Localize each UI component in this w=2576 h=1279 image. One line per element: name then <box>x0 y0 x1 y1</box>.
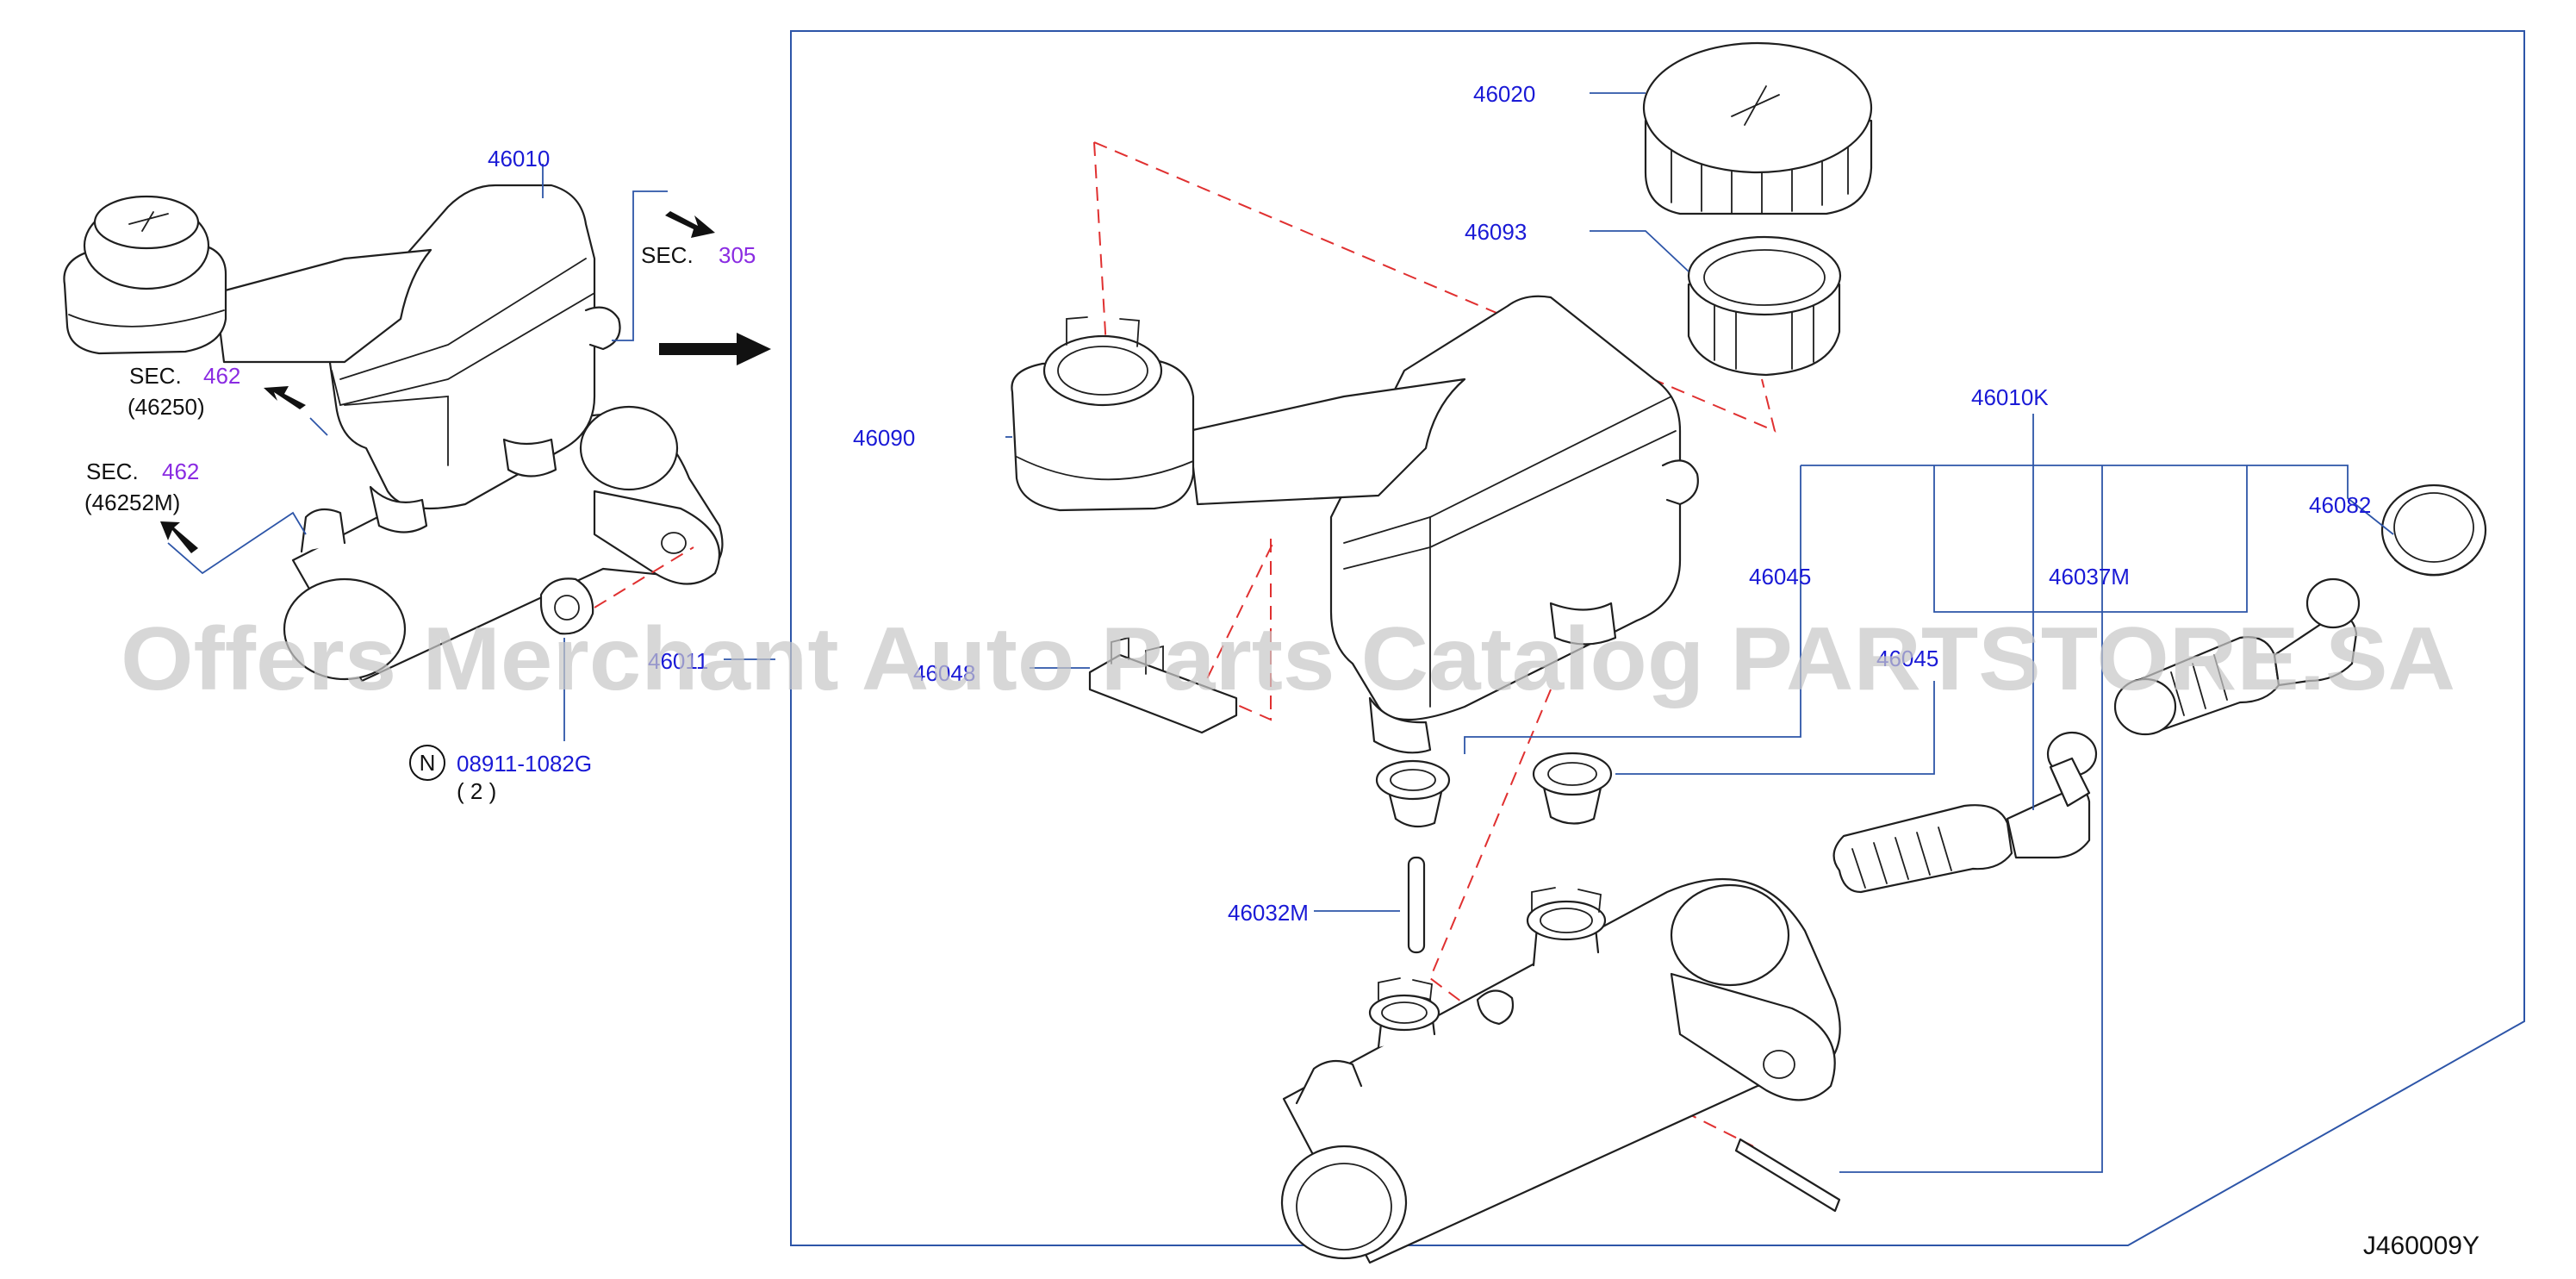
arrow-to-sec-462-46250 <box>264 386 306 409</box>
label-46090: 46090 <box>853 425 915 451</box>
label-46093: 46093 <box>1465 219 1527 245</box>
label-46032m: 46032M <box>1228 900 1309 926</box>
label-46048: 46048 <box>913 660 975 686</box>
part-46045-grommet-left <box>1375 759 1451 828</box>
exploded-view-frame <box>790 30 2525 1246</box>
label-46045-a: 46045 <box>1749 564 1811 590</box>
diagram-code: J460009Y <box>2363 1232 2480 1260</box>
label-46045-b: 46045 <box>1876 646 1938 671</box>
label-46020: 46020 <box>1473 81 1535 107</box>
nut-symbol-circle <box>409 745 445 781</box>
part-46020-reservoir-cap <box>1642 41 1873 215</box>
label-46010k: 46010K <box>1971 384 2049 410</box>
arrow-to-sec-305 <box>665 211 715 238</box>
label-46037m: 46037M <box>2049 564 2130 590</box>
part-46037m-secondary-piston <box>1832 731 2098 894</box>
sec-305-prefix: SEC. <box>641 242 694 268</box>
part-46093-strainer <box>1687 235 1842 377</box>
part-46037m-primary-piston <box>2113 577 2361 736</box>
label-46011: 46011 <box>648 648 708 674</box>
part-46032m-pin <box>1407 856 1426 954</box>
part-46045-grommet-right <box>1532 752 1613 825</box>
nut-quantity: ( 2 ) <box>457 778 496 804</box>
label-08911-1082g: 08911-1082G <box>457 751 592 777</box>
arrow-to-sec-462-46252m <box>160 521 198 553</box>
label-46010: 46010 <box>488 146 550 172</box>
sec-462a-link[interactable]: 462 <box>203 363 240 389</box>
part-46048-level-sensor <box>1088 636 1238 734</box>
master-cylinder-body <box>1280 877 1841 1264</box>
label-46082: 46082 <box>2309 492 2371 518</box>
sec-462b-link[interactable]: 462 <box>162 459 199 484</box>
sec-462a-ref: (46250) <box>128 394 205 420</box>
part-46082-seal <box>2380 484 2487 577</box>
nut-symbol: N <box>420 750 436 776</box>
watermark-text: Offers Merchant Auto Parts Catalog PARTS… <box>121 609 2455 709</box>
arrow-to-exploded-view <box>659 333 771 365</box>
sec-462b-ref: (46252M) <box>84 490 180 515</box>
assembled-master-cylinder <box>63 184 724 683</box>
sec-462a-prefix: SEC. <box>129 363 182 389</box>
sec-305-link[interactable]: 305 <box>719 242 756 268</box>
sec-462b-prefix: SEC. <box>86 459 139 484</box>
part-46090-reservoir <box>1011 295 1699 754</box>
